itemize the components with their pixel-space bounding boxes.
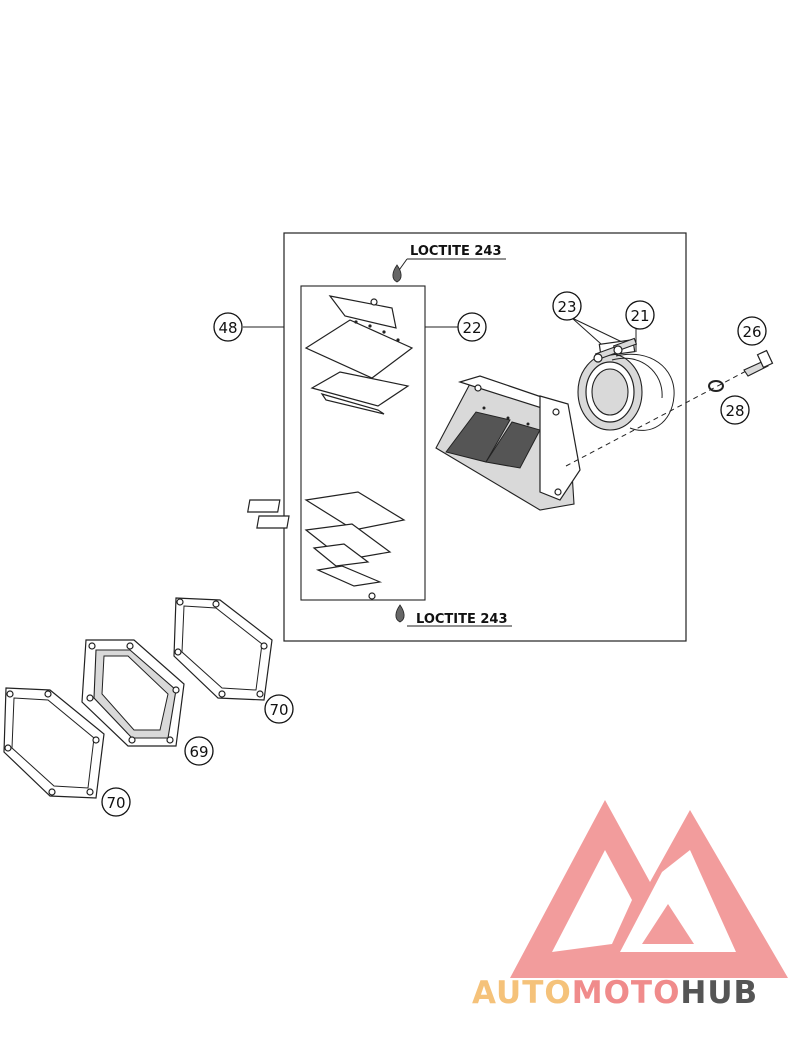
- watermark-hub: HUB: [680, 975, 758, 1011]
- gasket-70-upper: [173, 597, 273, 701]
- alignment-dashed-line: [565, 369, 749, 467]
- reed-petal-plate: [304, 295, 414, 415]
- callout-21: 21: [625, 300, 655, 330]
- loctite-drop-icon: [395, 604, 405, 623]
- reed-gaskets: [247, 491, 406, 600]
- gasket-69: [81, 639, 185, 747]
- callout-69: 69: [184, 736, 214, 766]
- assembly-frame: [283, 232, 687, 642]
- callout-70-lower-number: 70: [106, 794, 125, 812]
- gasket-70-lower: [3, 687, 105, 799]
- callout-26: 26: [737, 316, 767, 346]
- automotohub-watermark-logo: [510, 800, 788, 978]
- callout-70-upper: 70: [264, 694, 294, 724]
- intake-flange: [577, 339, 675, 431]
- watermark-auto: AUTO: [472, 975, 572, 1011]
- watermark-moto: MOTO: [572, 975, 681, 1011]
- reed-block: [435, 375, 581, 511]
- callout-23: 23: [552, 291, 582, 321]
- washer: [708, 380, 724, 392]
- loctite-drop-icon: [392, 264, 402, 283]
- loctite-top-label: LOCTITE 243: [410, 244, 502, 259]
- callout-28: 28: [720, 395, 750, 425]
- leader-23b: [571, 317, 623, 343]
- watermark-text: AUTOMOTOHUB: [472, 975, 758, 1011]
- screw: [743, 349, 774, 377]
- callout-21-number: 21: [630, 307, 649, 325]
- loctite-bottom-label: LOCTITE 243: [416, 612, 508, 627]
- callout-23-number: 23: [557, 298, 576, 316]
- callout-48: 48: [213, 312, 243, 342]
- callout-28-number: 28: [725, 402, 744, 420]
- clamp-bolts: [593, 337, 638, 363]
- callout-70-upper-number: 70: [269, 701, 288, 719]
- callout-70-lower: 70: [101, 787, 131, 817]
- reed-kit-frame: [300, 285, 426, 601]
- callout-26-number: 26: [742, 323, 761, 341]
- callout-22-number: 22: [462, 319, 481, 337]
- callout-69-number: 69: [189, 743, 208, 761]
- callout-48-number: 48: [218, 319, 237, 337]
- callout-22: 22: [457, 312, 487, 342]
